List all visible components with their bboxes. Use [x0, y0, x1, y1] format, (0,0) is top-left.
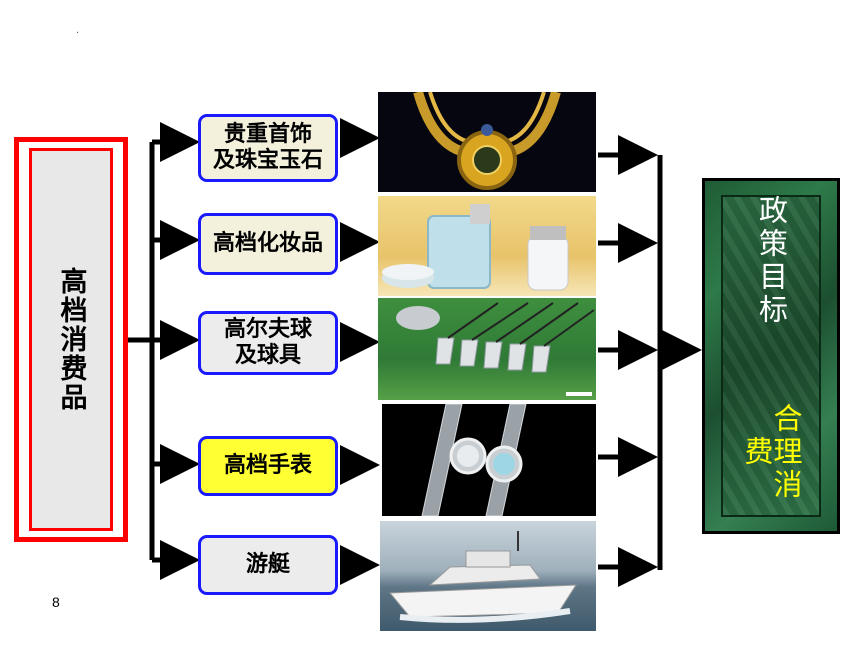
category-jewelry: 贵重首饰 及珠宝玉石 [198, 114, 338, 182]
yacht-image [388, 531, 577, 623]
source-inner: 高档消费品 [29, 148, 113, 531]
yacht-photo [380, 521, 596, 631]
dot-mark: · [76, 28, 80, 39]
watch-photo [382, 404, 596, 516]
golf-clubs-image [396, 302, 595, 396]
source-box: 高档消费品 [14, 137, 128, 542]
category-cosmetics: 高档化妆品 [198, 213, 338, 275]
watches-image [421, 404, 527, 516]
category-watch: 高档手表 [198, 436, 338, 496]
category-golf: 高尔夫球 及球具 [198, 311, 338, 375]
golf-photo [378, 298, 596, 400]
policy-goal-inner: 政策目标 合理消费 [721, 195, 821, 517]
page-number: 8 [52, 594, 60, 610]
goal-title: 政策目标 [754, 195, 789, 327]
goal-value: 合理消费 [740, 402, 803, 502]
cosmetics-photo [378, 196, 596, 296]
source-label: 高档消费品 [55, 267, 87, 412]
policy-goal-box: 政策目标 合理消费 [702, 178, 840, 534]
cosmetics-image [382, 204, 569, 291]
category-yacht: 游艇 [198, 535, 338, 595]
jewelry-photo [378, 92, 596, 192]
necklace-image [413, 92, 561, 190]
